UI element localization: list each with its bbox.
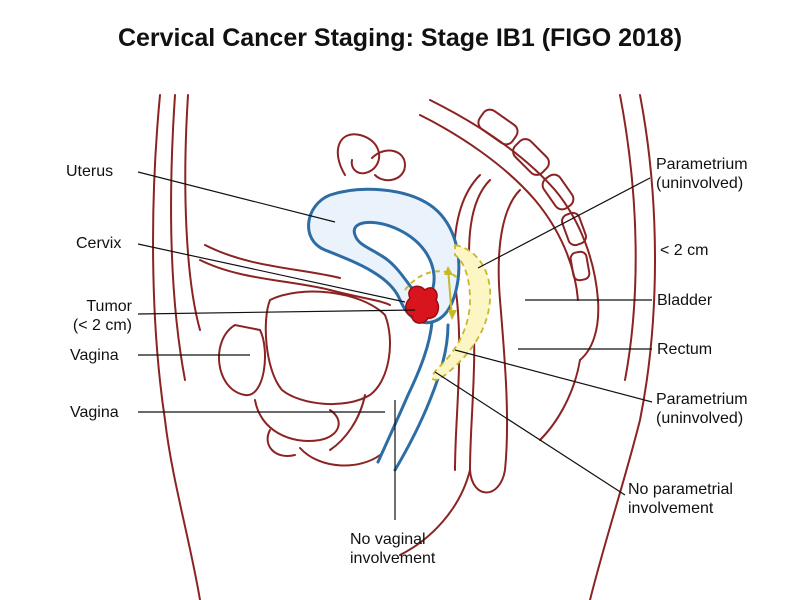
leader-no-param: [434, 371, 626, 496]
size-arrow-head-top: [444, 266, 453, 275]
size-arrow-head-bottom: [448, 310, 457, 320]
size-arrow: [447, 267, 453, 319]
label-parametrium-top: Parametrium (uninvolved): [656, 156, 748, 192]
ovary: [371, 149, 407, 182]
leader-uterus: [137, 171, 336, 223]
rectum-outline-outer: [453, 174, 481, 471]
peritoneum-fold-2: [204, 244, 341, 279]
urethra: [329, 394, 366, 451]
label-no-parametrial: No parametrial involvement: [628, 481, 733, 517]
vertebra-2: [512, 138, 550, 176]
label-rectum: Rectum: [657, 341, 713, 358]
label-vagina-upper: Vagina: [70, 347, 119, 364]
leader-param-bottom: [454, 349, 653, 403]
leader-cervix: [137, 243, 406, 303]
perineum: [254, 399, 340, 442]
label-uterus: Uterus: [66, 163, 114, 180]
posterior-wall: [589, 94, 656, 600]
anterior-body-wall: [152, 94, 201, 600]
coccyx: [539, 359, 581, 441]
label-no-vaginal: No vaginal involvement: [350, 531, 436, 567]
pubic-bone: [218, 323, 266, 397]
perineum-lower: [299, 447, 381, 467]
vaginal-canal-outer: [393, 323, 450, 472]
leader-tumor: [137, 309, 416, 315]
peritoneum-fold: [199, 259, 391, 306]
label-size: < 2 cm: [660, 242, 709, 259]
vertebra-5: [569, 250, 591, 282]
diagram-title: Cervical Cancer Staging: Stage IB1 (FIGO…: [117, 24, 683, 52]
posterior-wall-inner: [619, 94, 637, 381]
vertebra-3: [541, 173, 575, 211]
vertebra-1: [477, 108, 519, 146]
size-arc: [404, 270, 461, 291]
label-parametrium-bottom: Parametrium (uninvolved): [656, 391, 748, 427]
parametrium-region: [431, 243, 492, 381]
leader-param-top: [477, 177, 651, 269]
anterior-body-wall-inner2: [184, 94, 201, 331]
label-tumor: Tumor (< 2 cm): [72, 298, 132, 334]
tumor: [405, 285, 440, 324]
fallopian-tube: [336, 133, 381, 176]
labia: [266, 429, 296, 457]
vaginal-canal: [376, 320, 434, 464]
label-cervix: Cervix: [76, 235, 122, 252]
label-bladder: Bladder: [657, 292, 713, 309]
bladder-outline: [264, 290, 391, 406]
anterior-body-wall-inner: [170, 94, 186, 381]
vertebra-4: [561, 211, 587, 247]
anal-canal: [399, 469, 471, 556]
label-vagina-lower: Vagina: [70, 404, 119, 421]
